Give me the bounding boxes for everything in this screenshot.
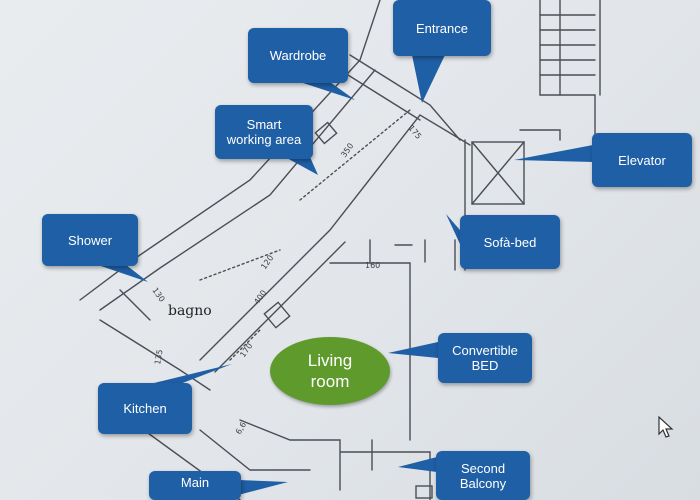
stairs-steps [539,0,596,96]
dimension-label: 130 [150,286,166,304]
wall-entrance-2 [339,69,421,121]
dimension-label: 170 [238,341,254,359]
wall-bath-2 [119,289,151,321]
wall-entrance [349,54,461,141]
dimension-label: 160 [365,261,380,270]
convertible-bed-callout: Convertible BED [438,333,532,383]
elevator-callout: Elevator [592,133,692,187]
entrance-callout: Entrance [393,0,491,56]
smart-working-callout-tail [285,157,318,175]
wall-bath [99,319,211,391]
wall-bottom [239,419,431,500]
second-balcony-callout-tail [398,457,437,472]
wall-central-1 [329,262,411,441]
elevator-callout-tail [514,145,593,162]
dimension-line [199,109,411,361]
fixture-box [263,301,291,329]
smart-working-callout: Smart working area [215,105,313,159]
second-balcony-callout: Second Balcony [436,451,530,500]
wall-bottom-2 [199,429,311,471]
dimension-label: 135 [153,349,165,366]
dimension-label: 350 [339,141,355,159]
elevator-cross [471,141,525,205]
wardrobe-callout: Wardrobe [248,28,348,83]
kitchen-callout: Kitchen [98,383,192,434]
convertible-bed-callout-tail [388,342,438,358]
dimension-label: 120 [259,253,275,271]
mouse-pointer-icon [658,416,674,438]
dimension-label: 400 [252,288,268,306]
bathroom-label: bagno [168,303,212,319]
sofa-bed-callout-tail [446,214,460,244]
fixture-wardrobe [314,121,338,145]
main-callout: Main [149,471,241,500]
living-room-label: Living room [270,337,390,405]
shower-callout-tail [95,264,148,282]
shower-callout: Shower [42,214,138,266]
elevator-shaft [471,141,525,205]
entrance-callout-tail [412,55,445,103]
main-callout-tail [238,480,288,495]
wall-diagonal-inner [99,69,376,311]
kitchen-callout-tail [150,364,232,384]
dimension-label: 175 [406,124,423,141]
wall-diagonal-living-2 [214,241,346,373]
sofa-bed-callout: Sofà-bed [460,215,560,269]
fixture-balcony [415,485,433,499]
wardrobe-callout-tail [300,82,355,100]
wall-diagonal-living [199,114,471,361]
